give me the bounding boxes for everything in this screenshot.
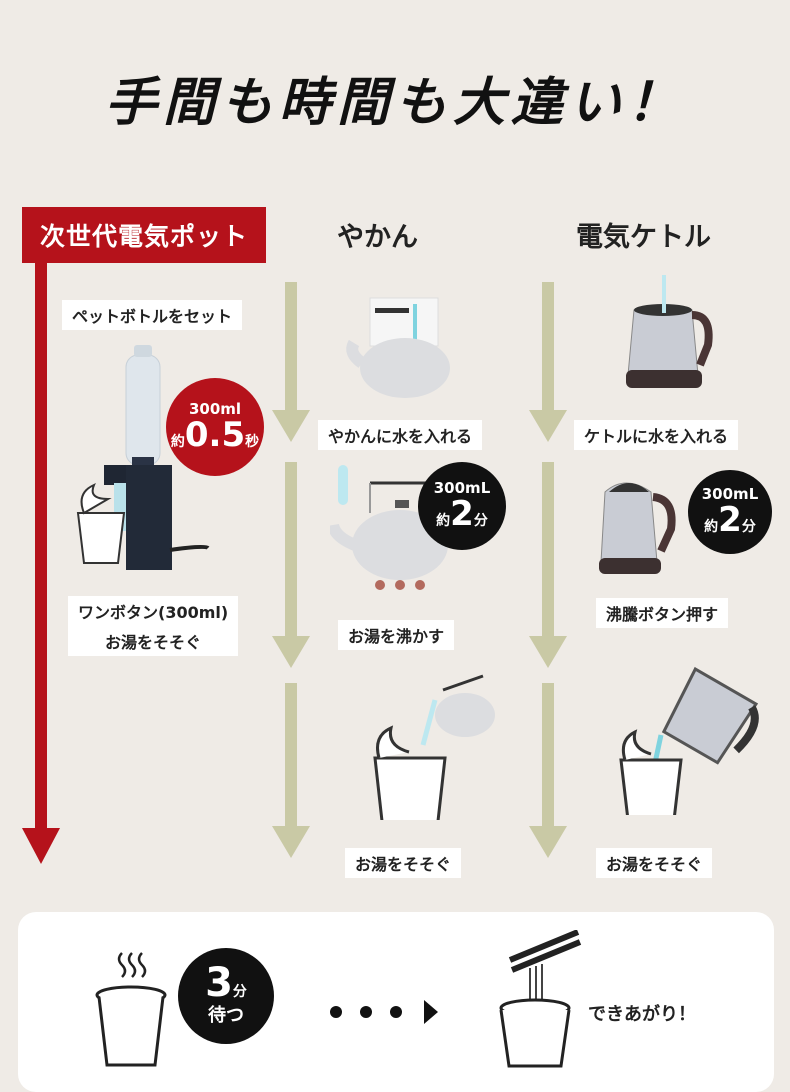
bubble-unit: 秒	[245, 434, 260, 450]
progress-dots-arrow-icon	[330, 1000, 438, 1024]
time-bubble-yakan: 300mL 約2分	[418, 462, 506, 550]
bubble-prefix: 約	[170, 434, 185, 450]
olive-arrow-shaft	[542, 683, 554, 828]
olive-arrow-shaft	[285, 683, 297, 828]
column-header-next-gen-pot: 次世代電気ポット	[22, 207, 266, 263]
pour-into-cup-icon	[373, 674, 495, 820]
olive-arrow-shaft	[285, 462, 297, 637]
bubble-volume: 300mL	[433, 479, 491, 497]
step-label: 沸騰ボタン押す	[596, 598, 729, 628]
olive-arrow-shaft	[285, 282, 297, 412]
steaming-cup-icon	[95, 952, 167, 1067]
wait-bubble: 3分 待つ	[178, 948, 274, 1044]
column-header-electric-kettle: 電気ケトル	[576, 222, 711, 253]
step-label: お湯をそそぐ	[596, 848, 713, 878]
kettle-faucet-icon	[346, 297, 450, 398]
column-header-yakan: やかん	[337, 222, 418, 253]
olive-arrow-head-icon	[529, 410, 567, 442]
bubble-unit: 分	[473, 513, 488, 529]
bubble-value: 2	[450, 494, 474, 534]
step-label-line2: お湯をそそぐ	[68, 626, 238, 656]
page-title: 手間も時間も大違い！	[104, 73, 685, 133]
bubble-volume: 300ml	[188, 400, 242, 418]
bubble-value: 0.5	[184, 415, 246, 455]
electric-kettle-pour-icon	[619, 666, 759, 815]
olive-arrow-head-icon	[529, 636, 567, 668]
olive-arrow-head-icon	[272, 636, 310, 668]
olive-arrow-head-icon	[272, 410, 310, 442]
step-label: ケトルに水を入れる	[574, 420, 739, 450]
wait-text: 待つ	[208, 1005, 244, 1026]
olive-arrow-head-icon	[529, 826, 567, 858]
done-label: できあがり！	[588, 1004, 696, 1025]
step-label: お湯を沸かす	[338, 620, 455, 650]
speed-bubble-pot: 300ml 約0.5秒	[166, 378, 264, 476]
bubble-unit: 分	[741, 519, 756, 535]
step-label: お湯をそそぐ	[345, 848, 462, 878]
bubble-prefix: 約	[704, 519, 719, 535]
olive-arrow-shaft	[542, 462, 554, 637]
bubble-value: 2	[718, 500, 742, 540]
red-arrow-shaft	[35, 262, 47, 832]
time-bubble-kettle: 300mL 約2分	[688, 470, 772, 554]
water-server-icon	[76, 345, 210, 570]
red-arrow-head-icon	[22, 828, 60, 864]
electric-kettle-icon	[599, 482, 676, 574]
wait-unit: 分	[232, 984, 247, 1000]
bubble-prefix: 約	[436, 513, 451, 529]
step-label-line1: ワンボタン(300ml)	[68, 596, 238, 626]
electric-kettle-faucet-icon	[626, 275, 713, 388]
olive-arrow-shaft	[542, 282, 554, 412]
olive-arrow-head-icon	[272, 826, 310, 858]
bubble-volume: 300mL	[701, 485, 759, 503]
step-label: やかんに水を入れる	[318, 420, 483, 450]
noodle-cup-chopsticks-icon	[499, 930, 582, 1068]
step-label: ペットボトルをセット	[62, 300, 243, 330]
wait-value: 3	[205, 960, 233, 1006]
